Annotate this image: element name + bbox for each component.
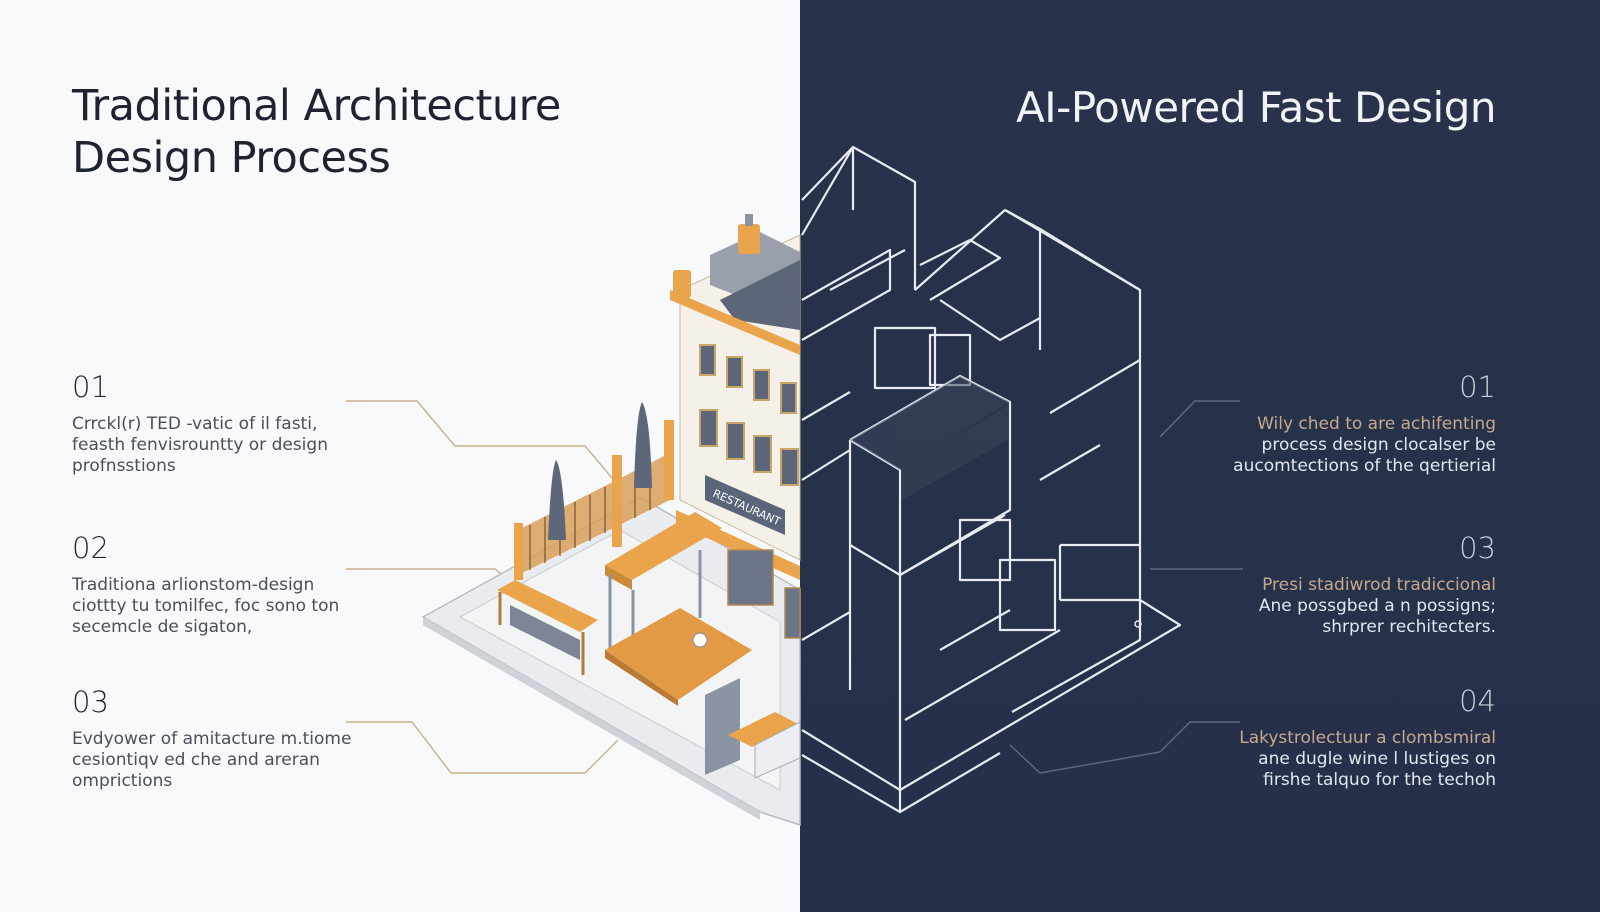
- step-number: 03: [72, 685, 109, 719]
- step-description: Traditiona arlionstom-design ciottty tu …: [72, 575, 372, 638]
- step-line: Evdyower of amitacture m.tiome: [72, 729, 352, 749]
- step-number: 02: [72, 531, 109, 565]
- left-title-line2: Design Process: [72, 133, 391, 183]
- right-step-01: 01 Wily ched to are achifenting process …: [1196, 370, 1496, 477]
- step-line: Ane possgbed a n possigns;: [1258, 596, 1496, 616]
- step-number: 03: [1459, 531, 1496, 565]
- step-number: 04: [1459, 684, 1496, 718]
- left-step-01: 01 Crrckl(r) TED -vatic of il fasti, fea…: [72, 370, 372, 477]
- step-line: Traditiona arlionstom-design: [72, 575, 315, 595]
- step-description: Evdyower of amitacture m.tiome cesiontiq…: [72, 729, 372, 792]
- step-line: firshe talquo for the techoh: [1263, 770, 1496, 790]
- step-description: Presi stadiwrod tradiccional Ane possgbe…: [1196, 575, 1496, 638]
- step-number: 01: [72, 370, 109, 404]
- right-title: AI-Powered Fast Design: [1016, 83, 1496, 132]
- step-line-highlight: Wily ched to are achifenting: [1257, 414, 1496, 434]
- step-line: Crrckl(r) TED -vatic of il fasti,: [72, 414, 318, 434]
- left-title: Traditional Architecture Design Process: [72, 80, 561, 184]
- step-line: ciottty tu tomilfec, foc sono ton: [72, 596, 340, 616]
- step-line: process design clocalser be: [1261, 435, 1496, 455]
- step-line: omprictions: [72, 771, 173, 791]
- step-description: Lakystrolectuur a clombsmiral ane dugle …: [1196, 728, 1496, 791]
- step-line: secemcle de sigaton,: [72, 617, 253, 637]
- step-line: shrprer rechitecters.: [1322, 617, 1496, 637]
- step-line: feasth fenvisrountty or design: [72, 435, 328, 455]
- step-description: Crrckl(r) TED -vatic of il fasti, feasth…: [72, 414, 372, 477]
- step-line-highlight: Lakystrolectuur a clombsmiral: [1239, 728, 1496, 748]
- left-step-02: 02 Traditiona arlionstom-design ciottty …: [72, 531, 372, 638]
- left-title-line1: Traditional Architecture: [72, 81, 561, 131]
- step-number: 01: [1459, 370, 1496, 404]
- step-line-highlight: Presi stadiwrod tradiccional: [1262, 575, 1496, 595]
- step-description: Wily ched to are achifenting process des…: [1196, 414, 1496, 477]
- step-line: ane dugle wine l lustiges on: [1258, 749, 1496, 769]
- right-step-04: 04 Lakystrolectuur a clombsmiral ane dug…: [1196, 684, 1496, 791]
- left-step-03: 03 Evdyower of amitacture m.tiome cesion…: [72, 685, 372, 792]
- step-line: cesiontiqv ed che and areran: [72, 750, 320, 770]
- right-step-03: 03 Presi stadiwrod tradiccional Ane poss…: [1196, 531, 1496, 638]
- step-line: aucomtections of the qertierial: [1233, 456, 1496, 476]
- step-line: profnsstions: [72, 456, 176, 476]
